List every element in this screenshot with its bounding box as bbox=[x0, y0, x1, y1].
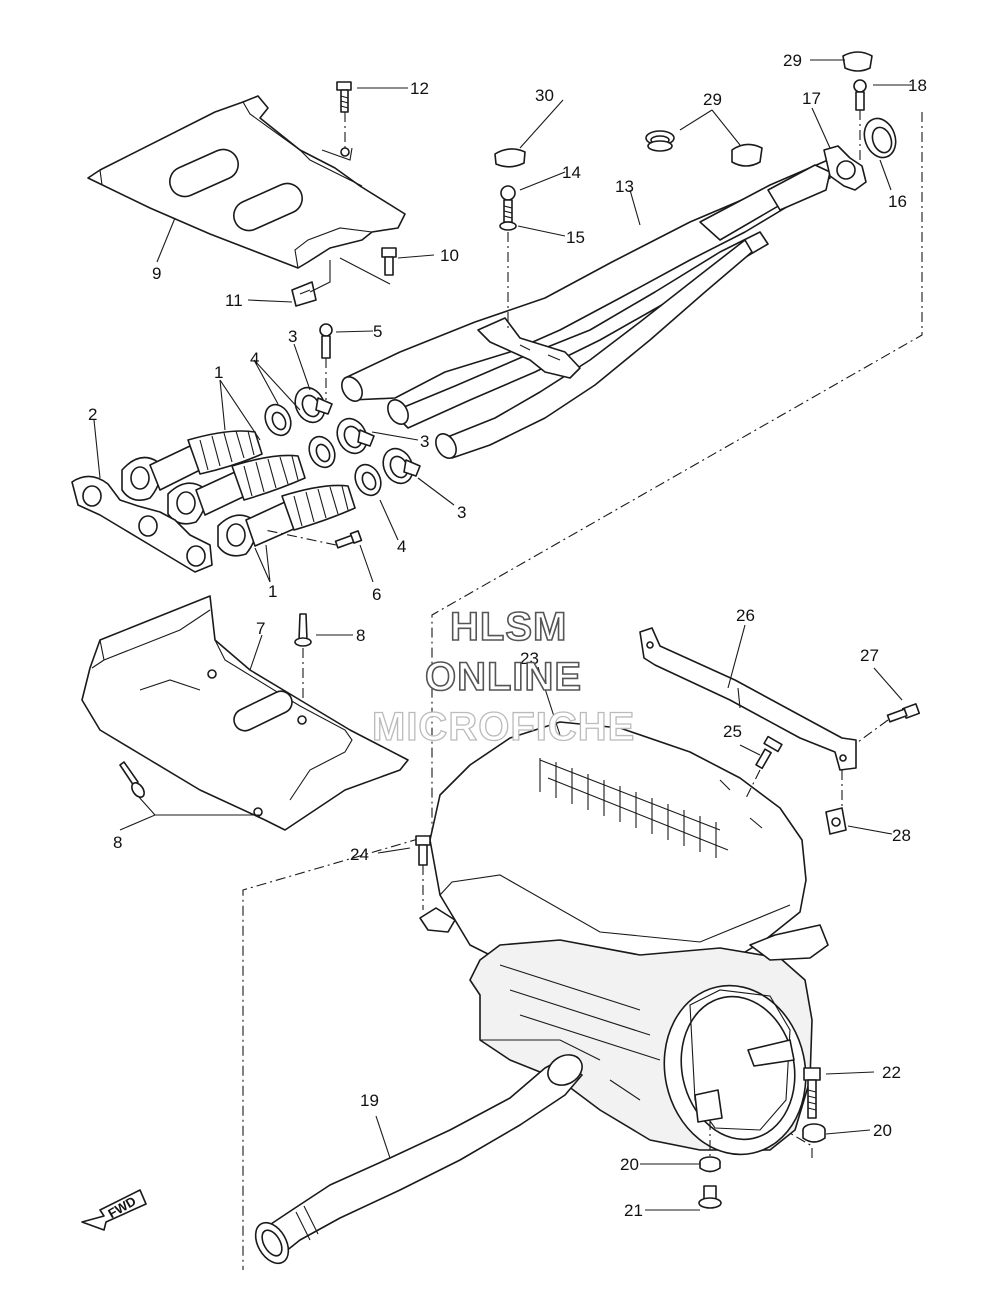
clip-11[interactable] bbox=[291, 281, 317, 307]
callout-8-upper: 8 bbox=[356, 626, 365, 645]
callout-28: 28 bbox=[892, 826, 911, 845]
callout-20-right: 20 bbox=[873, 1121, 892, 1140]
watermark-line-3: MICROFICHE bbox=[372, 705, 635, 749]
callout-24: 24 bbox=[350, 845, 369, 864]
callout-numbers: 12 10 11 9 5 1 4 3 2 3 3 4 1 6 7 8 8 30 … bbox=[88, 51, 927, 1220]
grommet-29-a[interactable] bbox=[645, 130, 675, 152]
clamp-3-c[interactable] bbox=[378, 444, 421, 488]
callout-5: 5 bbox=[373, 322, 382, 341]
callout-8-lower: 8 bbox=[113, 833, 122, 852]
washer-20-bottom[interactable] bbox=[699, 1156, 721, 1173]
callout-17: 17 bbox=[802, 89, 821, 108]
washer-15[interactable] bbox=[499, 221, 517, 231]
bolt-18[interactable] bbox=[853, 79, 867, 111]
upper-heat-shield[interactable] bbox=[87, 95, 406, 269]
seal-16[interactable] bbox=[859, 114, 901, 162]
leader-lines bbox=[93, 59, 912, 1211]
callout-13: 13 bbox=[615, 177, 634, 196]
bracket-26[interactable] bbox=[639, 627, 857, 771]
callout-23: 23 bbox=[520, 649, 539, 668]
callout-29-top: 29 bbox=[783, 51, 802, 70]
callout-18: 18 bbox=[908, 76, 927, 95]
callout-1-top: 1 bbox=[214, 363, 223, 382]
bracket-17[interactable] bbox=[823, 145, 867, 191]
bolt-22[interactable] bbox=[803, 1067, 821, 1119]
callout-30: 30 bbox=[535, 86, 554, 105]
front-exhaust-pipe[interactable] bbox=[338, 159, 836, 462]
seal-ring-4-c[interactable] bbox=[350, 460, 385, 499]
muffler-body[interactable] bbox=[469, 924, 829, 1168]
callout-11: 11 bbox=[225, 291, 243, 310]
washer-20-right[interactable] bbox=[802, 1123, 826, 1143]
callout-3-middle: 3 bbox=[420, 432, 429, 451]
grommet-29-c[interactable] bbox=[842, 51, 873, 72]
bolt-24[interactable] bbox=[415, 835, 431, 866]
lower-heat-shield[interactable] bbox=[81, 595, 409, 831]
bolt-12[interactable] bbox=[336, 81, 352, 113]
bolt-25[interactable] bbox=[755, 735, 783, 770]
callout-19: 19 bbox=[360, 1091, 379, 1110]
bolt-10[interactable] bbox=[381, 247, 397, 276]
callout-6: 6 bbox=[372, 585, 381, 604]
bolt-5[interactable] bbox=[319, 323, 333, 359]
callout-1-bottom: 1 bbox=[268, 582, 277, 601]
callout-29-middle: 29 bbox=[703, 90, 722, 109]
callout-16: 16 bbox=[888, 192, 907, 211]
callout-15: 15 bbox=[566, 228, 585, 247]
bolt-14[interactable] bbox=[500, 185, 516, 223]
gasket-2[interactable] bbox=[71, 475, 213, 573]
clamp-3-b[interactable] bbox=[332, 414, 375, 458]
callout-4-top: 4 bbox=[250, 349, 259, 368]
callout-4-bottom: 4 bbox=[397, 537, 406, 556]
callout-7: 7 bbox=[256, 619, 265, 638]
callout-9: 9 bbox=[152, 264, 161, 283]
watermark-line-1: HLSM bbox=[450, 605, 567, 649]
callout-2: 2 bbox=[88, 405, 97, 424]
bolt-6[interactable] bbox=[334, 530, 363, 549]
callout-26: 26 bbox=[736, 606, 755, 625]
grommet-29-b[interactable] bbox=[731, 143, 763, 167]
callout-20-bottom: 20 bbox=[620, 1155, 639, 1174]
rivet-8-upper[interactable] bbox=[294, 613, 312, 647]
callout-22: 22 bbox=[882, 1063, 901, 1082]
callout-10: 10 bbox=[440, 246, 459, 265]
clamp-3-a[interactable] bbox=[290, 383, 333, 427]
callout-25: 25 bbox=[723, 722, 742, 741]
exhaust-joint-1-middle[interactable] bbox=[167, 454, 306, 525]
nut-clip-28[interactable] bbox=[825, 807, 847, 835]
callout-27: 27 bbox=[860, 646, 879, 665]
callout-21: 21 bbox=[624, 1201, 643, 1220]
cap-30[interactable] bbox=[494, 148, 526, 168]
callout-12: 12 bbox=[410, 79, 429, 98]
rivet-8-lower[interactable] bbox=[119, 761, 147, 799]
watermark: HLSM ONLINE MICROFICHE bbox=[371, 604, 635, 749]
exhaust-joint-1-bottom[interactable] bbox=[217, 484, 356, 557]
seal-ring-4-b[interactable] bbox=[304, 432, 339, 471]
forward-direction-arrow: FWD bbox=[81, 1189, 147, 1231]
bolt-27[interactable] bbox=[886, 703, 921, 723]
callout-3-top: 3 bbox=[288, 327, 297, 346]
callout-3-bottom: 3 bbox=[457, 503, 466, 522]
bolt-21[interactable] bbox=[698, 1185, 722, 1209]
watermark-line-2: ONLINE bbox=[425, 655, 582, 699]
exhaust-joint-1-top[interactable] bbox=[121, 430, 263, 501]
seal-ring-4-a[interactable] bbox=[260, 400, 295, 439]
callout-14: 14 bbox=[562, 163, 581, 182]
tail-pipe-19[interactable] bbox=[249, 1049, 588, 1269]
